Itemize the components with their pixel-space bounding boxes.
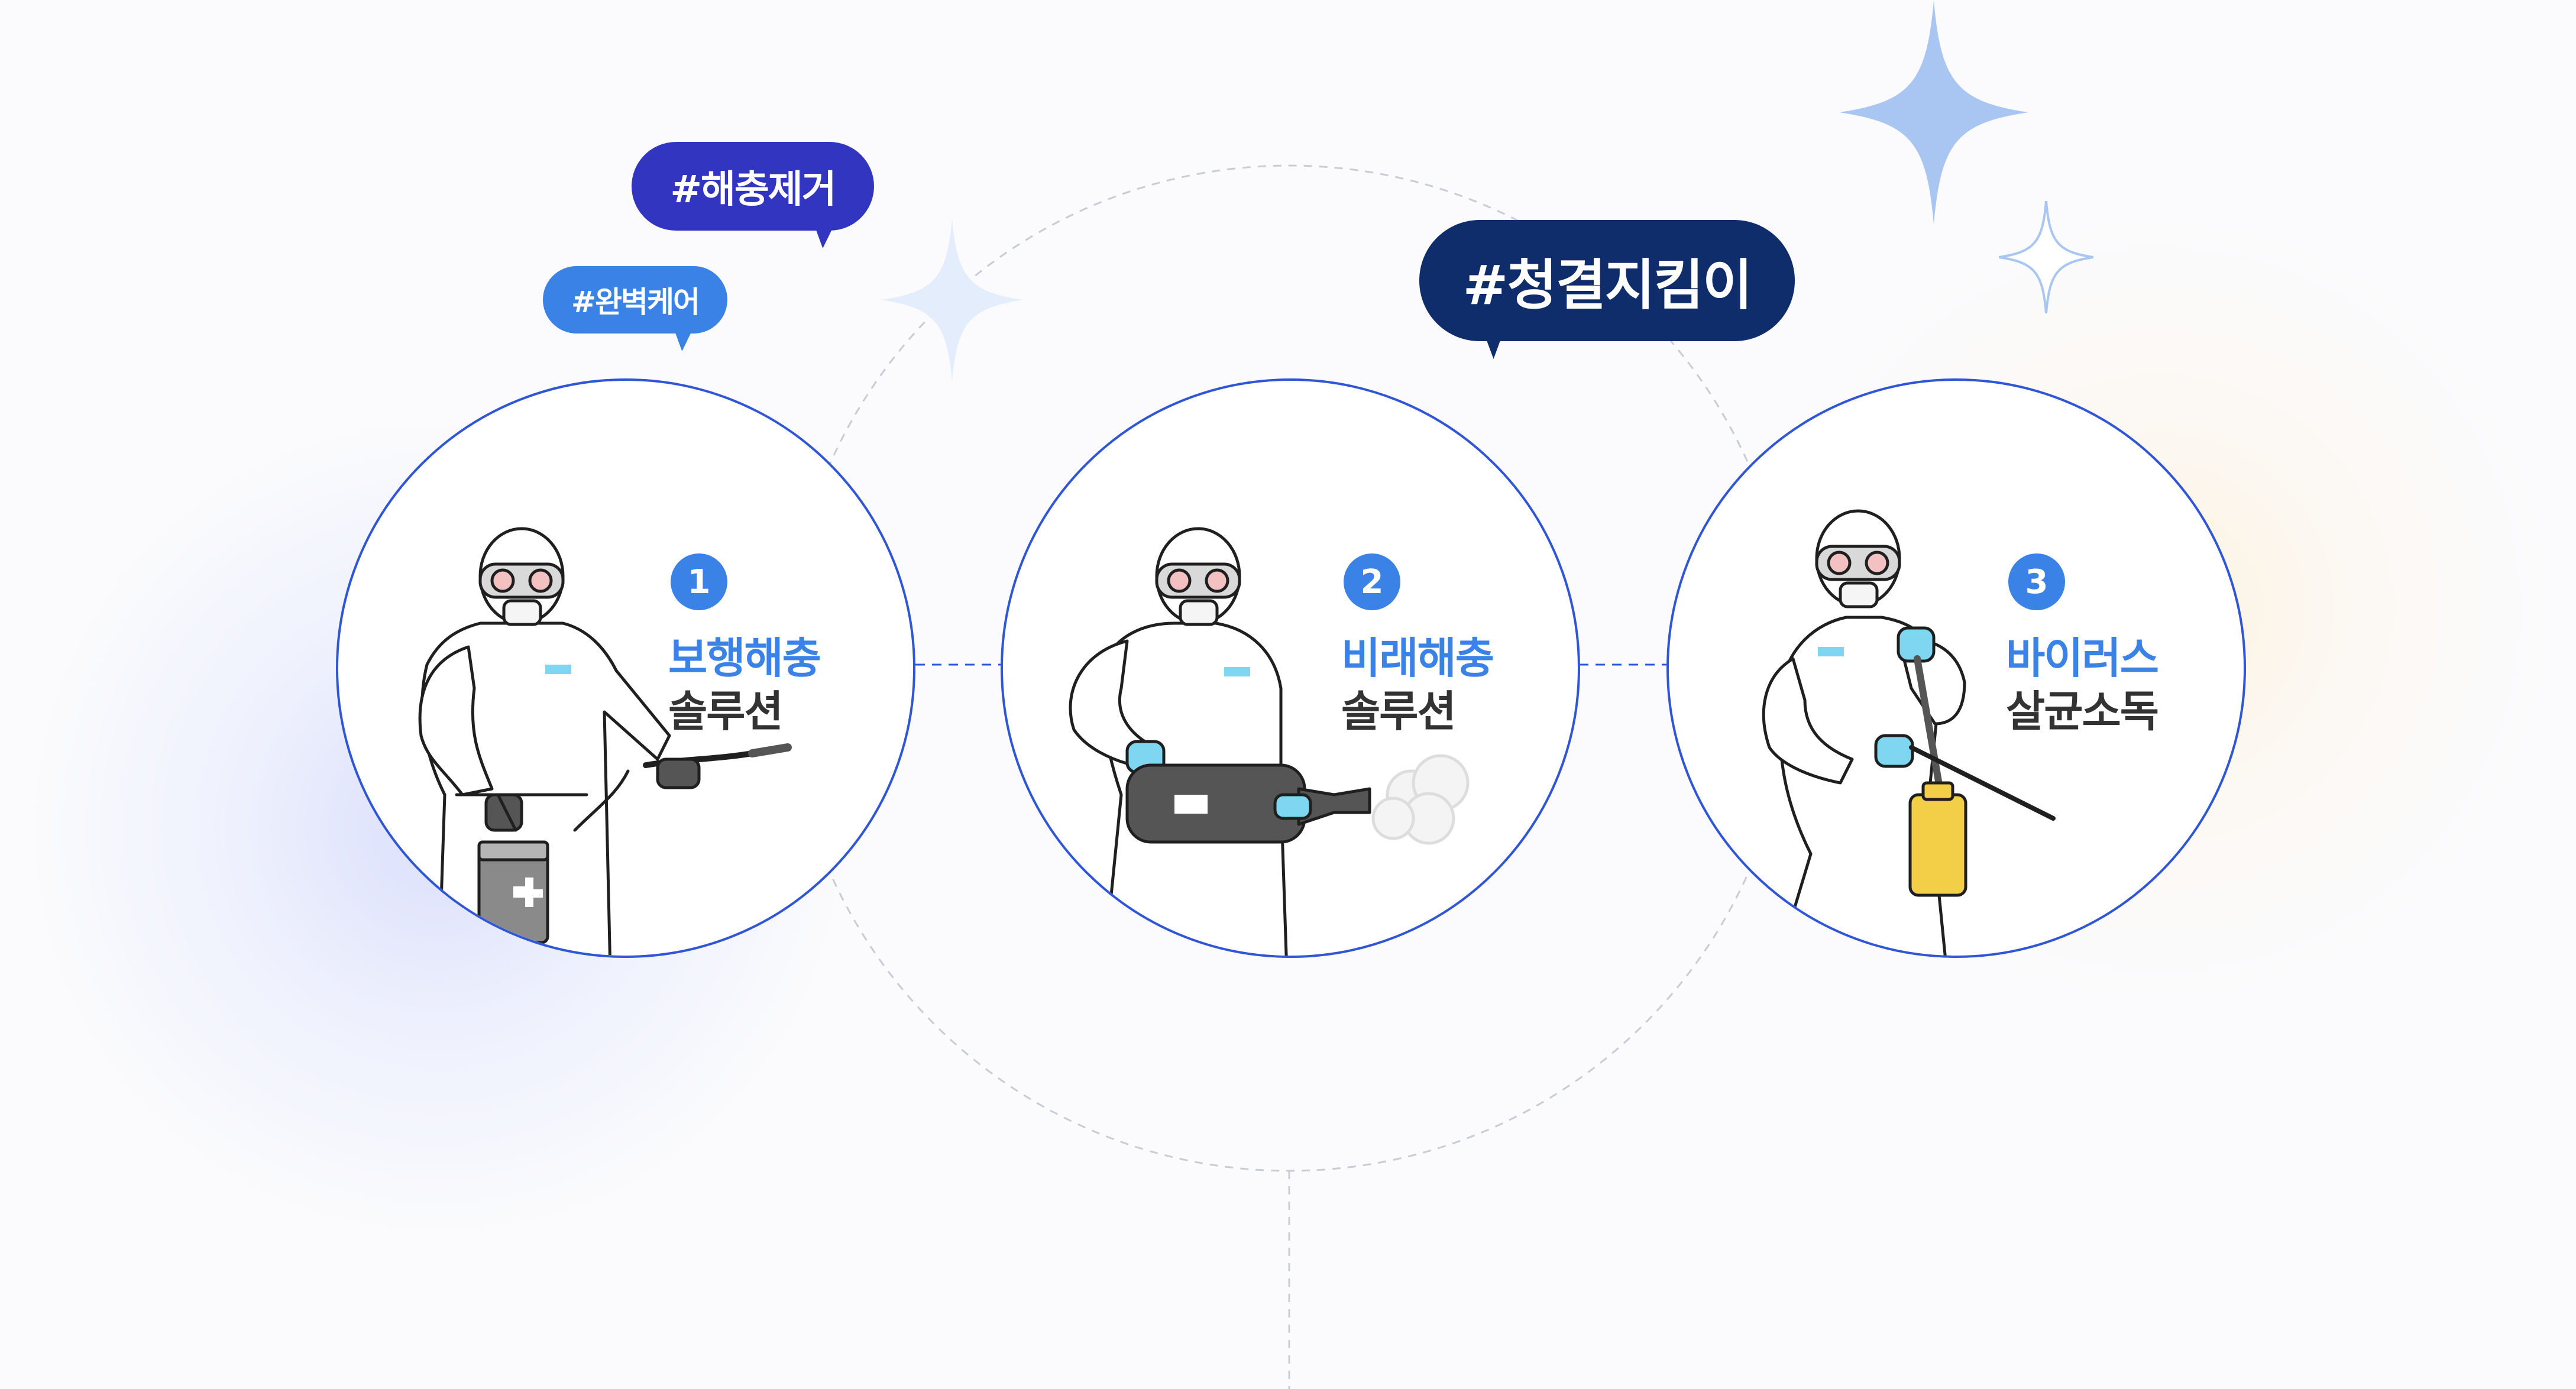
- service-title: 보행해충: [668, 633, 821, 683]
- service-title: 바이러스: [2006, 633, 2159, 683]
- hazmat-worker-icon: [1762, 509, 2056, 956]
- service-card-virus-disinfection: 3 바이러스 살균소독: [1666, 378, 2246, 958]
- service-subtitle: 살균소독: [2006, 687, 2159, 736]
- tag-bubble-cleanliness: #청결지킴이: [1419, 220, 1795, 341]
- hazmat-worker-icon: [418, 527, 792, 956]
- step-number-badge: 2: [1344, 553, 1400, 610]
- tag-bubble-care: #완벽케어: [543, 266, 727, 334]
- hazmat-worker-icon: [1069, 527, 1470, 956]
- sparkle-icon: [881, 219, 1023, 381]
- step-number-badge: 1: [671, 553, 727, 610]
- sparkle-icon: [1839, 0, 2028, 225]
- service-subtitle: 솔루션: [1341, 687, 1457, 736]
- tag-bubble-pest-removal: #해충제거: [632, 142, 874, 231]
- service-subtitle: 솔루션: [668, 687, 784, 736]
- sparkle-icon: [1999, 201, 2093, 313]
- step-number-badge: 3: [2008, 553, 2065, 610]
- service-card-walking-pests: 1 보행해충 솔루션: [336, 378, 915, 958]
- service-card-flying-pests: 2 비래해충 솔루션: [1001, 378, 1580, 958]
- service-title: 비래해충: [1341, 633, 1494, 683]
